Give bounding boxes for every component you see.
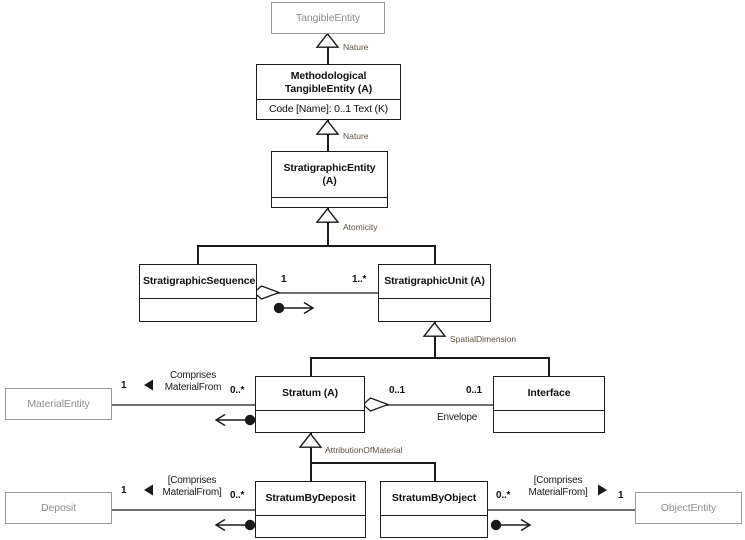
role-label-line-2: MaterialFrom (164, 381, 222, 393)
generalization-fork-spatial (310, 357, 550, 359)
generalization-fork-attribution (310, 462, 434, 464)
class-box-stratigraphic-sequence[interactable]: StratigraphicSequence (139, 264, 257, 322)
association-line-sequence-unit (257, 292, 378, 294)
role-label-comprises-material-from: Comprises MaterialFrom (157, 370, 229, 393)
generalization-arrow-spatialdimension (422, 321, 447, 337)
role-label-envelope: Envelope (437, 412, 478, 423)
multiplicity-sequence-1: 1 (281, 274, 287, 285)
class-name-line-2: TangibleEntity (A) (284, 82, 373, 95)
class-name-methodological-tangible-entity: Methodological TangibleEntity (A) (257, 65, 400, 99)
aggregation-diamond-sequence (253, 285, 281, 300)
association-line-stratumbyobject-objectentity (488, 509, 635, 511)
association-line-stratum-interface (365, 404, 493, 406)
multiplicity-materialentity-1: 1 (121, 380, 127, 391)
generalization-arrow-nature-top (315, 32, 340, 48)
label-generalization-spatialdimension: SpatialDimension (450, 334, 517, 344)
generalization-arrow-nature-mid (315, 119, 340, 135)
class-box-deposit[interactable]: Deposit (5, 492, 112, 524)
class-attributes-stratum-by-object (381, 514, 487, 538)
class-box-stratum-by-object[interactable]: StratumByObject (380, 481, 488, 538)
label-generalization-atomicity: Atomicity (343, 222, 378, 232)
class-name-line-1: Methodological (290, 70, 367, 82)
generalization-branch-stratum (310, 357, 312, 376)
role-direction-triangle-comprises-object (595, 483, 609, 497)
association-line-deposit-stratumbydeposit (112, 509, 255, 511)
role-direction-triangle-comprises-material (142, 378, 156, 392)
multiplicity-stratum-01: 0..1 (389, 385, 405, 396)
class-box-methodological-tangible-entity[interactable]: Methodological TangibleEntity (A) Code [… (256, 64, 401, 120)
generalization-arrow-attributionofmaterial (298, 432, 323, 448)
class-attributes-methodological-tangible-entity: Code [Name]: 0..1 Text (K) (257, 99, 400, 119)
class-name-deposit: Deposit (41, 502, 76, 514)
role-label-line-1: [Comprises (167, 475, 217, 486)
class-attributes-stratigraphic-entity (272, 197, 387, 207)
class-name-material-entity: MaterialEntity (27, 398, 90, 410)
class-name-stratigraphic-entity: StratigraphicEntity (A) (283, 162, 376, 187)
class-name-stratum: Stratum (A) (281, 387, 339, 399)
class-name-stratum-by-deposit: StratumByDeposit (265, 492, 356, 504)
multiplicity-unit-1star: 1..* (352, 274, 367, 285)
label-generalization-nature-top: Nature (343, 42, 369, 52)
generalization-branch-unit (434, 245, 436, 264)
class-attributes-stratigraphic-sequence (140, 297, 256, 322)
class-name-stratum-by-object: StratumByObject (391, 492, 477, 504)
class-box-object-entity[interactable]: ObjectEntity (635, 492, 742, 524)
class-name-object-entity: ObjectEntity (660, 502, 717, 514)
multiplicity-stratumbyobject-0star: 0..* (496, 490, 511, 501)
role-label-bracket-comprises-object: [Comprises MaterialFrom] (521, 475, 595, 498)
generalization-line-nature-mid (327, 120, 329, 151)
class-attributes-stratum (256, 409, 364, 433)
class-box-material-entity[interactable]: MaterialEntity (5, 388, 112, 420)
multiplicity-stratumbydeposit-0star: 0..* (230, 490, 245, 501)
class-attributes-stratigraphic-unit (379, 297, 490, 322)
class-box-stratigraphic-unit[interactable]: StratigraphicUnit (A) (378, 264, 491, 322)
label-generalization-nature-mid: Nature (343, 131, 369, 141)
class-box-interface[interactable]: Interface (493, 376, 605, 433)
class-box-stratigraphic-entity[interactable]: StratigraphicEntity (A) (271, 151, 388, 208)
multiplicity-stratum-0star: 0..* (230, 385, 245, 396)
generalization-branch-stratumbyobject (434, 462, 436, 481)
generalization-branch-interface (548, 357, 550, 376)
generalization-line-atomicity-stem (327, 208, 329, 246)
generalization-branch-stratumbydeposit (310, 462, 312, 481)
class-box-tangible-entity[interactable]: TangibleEntity (271, 2, 385, 34)
label-generalization-attributionofmaterial: AttributionOfMaterial (325, 445, 403, 455)
generalization-line-spatial-stem (434, 322, 436, 358)
role-label-line-2: MaterialFrom] (162, 486, 222, 498)
class-attributes-interface (494, 409, 604, 433)
generalization-line-attribution-stem (310, 433, 312, 463)
role-label-line-1: [Comprises (533, 475, 583, 486)
class-box-stratum-by-deposit[interactable]: StratumByDeposit (255, 481, 366, 538)
navigability-marker-sequence-unit (272, 300, 318, 316)
navigability-marker-materialentity-stratum (211, 412, 257, 428)
multiplicity-interface-01: 0..1 (466, 385, 482, 396)
generalization-branch-sequence (197, 245, 199, 264)
generalization-fork-atomicity (197, 245, 435, 247)
generalization-arrow-atomicity (315, 207, 340, 223)
class-box-stratum[interactable]: Stratum (A) (255, 376, 365, 433)
aggregation-diamond-stratum (362, 397, 390, 412)
generalization-line-nature-top (327, 33, 329, 64)
navigability-marker-stratumbyobject-objectentity (489, 517, 535, 533)
association-line-materialentity-stratum (112, 404, 255, 406)
class-name-tangible-entity: TangibleEntity (296, 12, 360, 24)
class-name-interface: Interface (527, 387, 571, 399)
navigability-marker-deposit-stratumbydeposit (211, 517, 257, 533)
role-label-bracket-comprises-deposit: [Comprises MaterialFrom] (155, 475, 229, 498)
role-direction-triangle-comprises-deposit (142, 483, 156, 497)
class-name-stratigraphic-unit: StratigraphicUnit (A) (384, 275, 485, 287)
role-label-line-1: Comprises (170, 370, 216, 381)
role-label-line-2: MaterialFrom] (528, 486, 588, 498)
multiplicity-deposit-1: 1 (121, 485, 127, 496)
multiplicity-objectentity-1: 1 (618, 490, 624, 501)
class-attributes-stratum-by-deposit (256, 514, 365, 538)
class-name-stratigraphic-sequence: StratigraphicSequence (143, 275, 256, 287)
